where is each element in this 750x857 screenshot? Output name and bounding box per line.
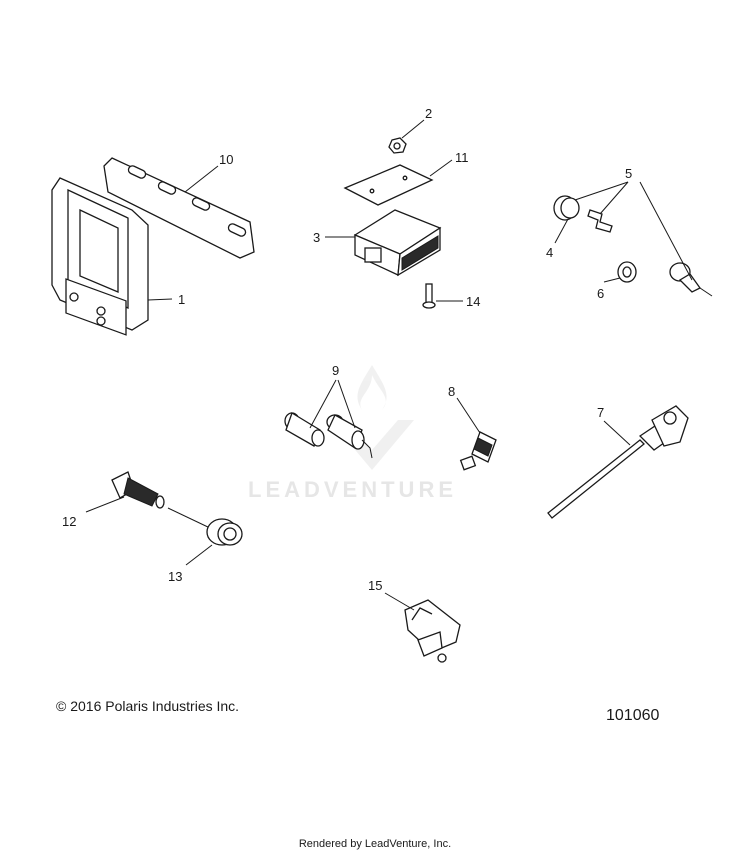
callout-11: 11 (455, 150, 469, 165)
sensor-cylinder-b (326, 414, 373, 459)
rendered-by-footer: Rendered by LeadVenture, Inc. (298, 838, 452, 850)
callout-2: 2 (425, 106, 432, 121)
grommet-ring (617, 261, 637, 283)
nut (388, 137, 407, 154)
speed-sensor (669, 262, 713, 297)
callout-1: 1 (178, 292, 185, 307)
callout-3: 3 (313, 230, 320, 245)
cover-plate (343, 164, 434, 206)
map-sensor-probe (111, 471, 165, 509)
callout-7: 7 (597, 405, 604, 420)
callout-10: 10 (219, 152, 233, 167)
temp-sensor (459, 431, 497, 471)
watermark-text: LEADVENTURE (248, 477, 458, 502)
sensor-clip (587, 209, 613, 233)
watermark-logo (330, 365, 414, 470)
callout-15: 15 (368, 578, 382, 593)
drawing-number: 101060 (606, 707, 660, 724)
probe-sensor (547, 405, 689, 519)
callout-14: 14 (466, 294, 480, 309)
callout-5: 5 (625, 166, 632, 181)
screw (422, 283, 436, 309)
callout-13: 13 (168, 569, 182, 584)
callout-9: 9 (332, 363, 339, 378)
callout-12: 12 (62, 514, 76, 529)
grommet (206, 518, 243, 546)
ecu-bracket (103, 157, 255, 259)
callout-6: 6 (597, 286, 604, 301)
copyright-text: © 2016 Polaris Industries Inc. (56, 698, 240, 714)
callout-4: 4 (546, 245, 553, 260)
pressure-sensor (404, 599, 461, 663)
sensor-cap (553, 195, 580, 221)
sensor-cylinder-a (284, 412, 325, 447)
relay-box (353, 209, 442, 277)
ecu-module (51, 177, 149, 336)
callout-8: 8 (448, 384, 455, 399)
